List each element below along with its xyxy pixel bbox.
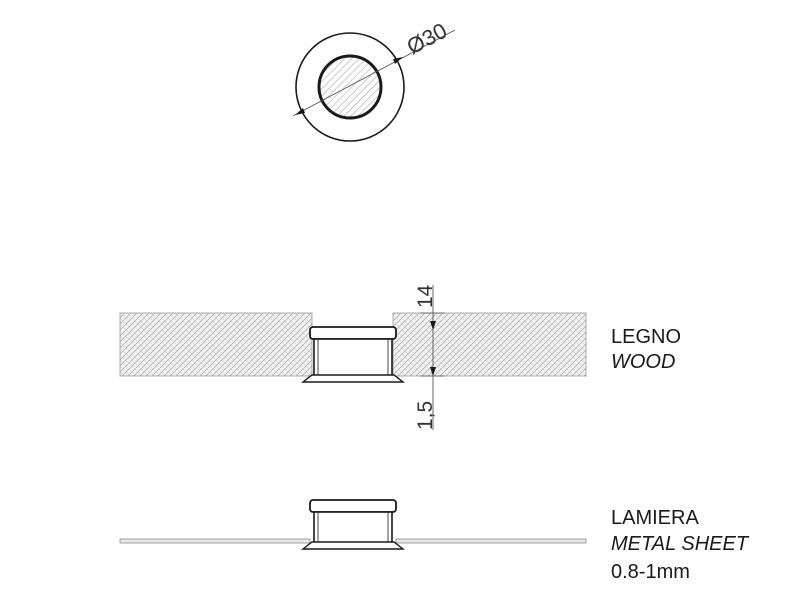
diameter-label: Ø30 [403,18,451,60]
top-view: Ø30 [292,18,456,142]
metal-label-en: METAL SHEET [611,533,749,555]
metal-section [119,499,587,550]
wood-section: 14 1,5 [119,284,587,430]
wood-grommet [300,326,406,383]
metal-label-it: LAMIERA [611,507,699,529]
diameter-arrow-start [295,108,305,115]
metal-sheet-right [395,538,587,544]
diameter-dimension-line [292,29,456,117]
inner-bore-circle [317,54,383,120]
thickness-arrow-top [430,321,436,330]
tolerance-label: 1,5 [414,401,437,430]
metal-thickness-range: 0.8-1mm [611,561,690,583]
wood-panel-left [119,312,313,377]
wood-label-it: LEGNO [611,326,682,348]
thickness-label: 14 [414,284,437,308]
thickness-arrow-bottom [430,367,436,376]
diameter-arrow-end [393,57,403,64]
wood-panel-right [392,312,587,377]
metal-grommet [300,499,406,550]
metal-sheet-left [119,538,311,544]
wood-label-en: WOOD [611,351,676,373]
